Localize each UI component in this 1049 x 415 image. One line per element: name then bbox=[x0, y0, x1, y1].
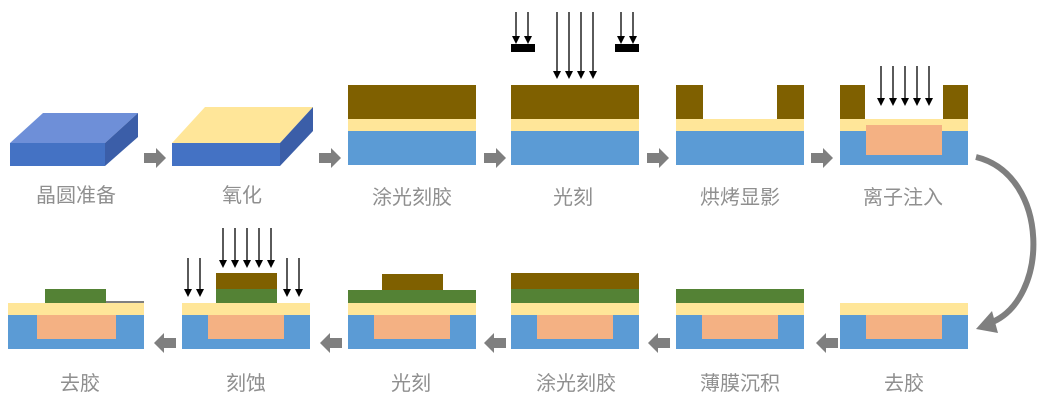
flow-arrow-left bbox=[816, 333, 838, 353]
flow-arrows-row2 bbox=[154, 333, 838, 353]
curved-flow-arrow bbox=[975, 154, 1037, 333]
flow-arrow-right bbox=[144, 148, 166, 168]
step-label-etch: 刻蚀 bbox=[226, 371, 266, 395]
mask-block bbox=[615, 44, 639, 52]
ion-beam-arrows bbox=[877, 66, 933, 106]
step-etch-illustration bbox=[182, 228, 310, 349]
step-label-resist-coat-2: 涂光刻胶 bbox=[536, 371, 616, 395]
flow-arrow-left bbox=[648, 333, 670, 353]
flow-arrow-left bbox=[320, 333, 342, 353]
step-label-bake-develop: 烘烤显影 bbox=[700, 185, 780, 209]
step-lithography-illustration bbox=[511, 12, 639, 165]
flow-arrow-left bbox=[154, 333, 176, 353]
step-develop-illustration bbox=[676, 85, 804, 165]
step-label-lithography-2: 光刻 bbox=[391, 371, 431, 395]
step-ion-implant-illustration bbox=[840, 66, 968, 165]
etch-arrows bbox=[184, 228, 303, 297]
flow-arrows-row1 bbox=[144, 148, 833, 168]
step-resist-coat-illustration bbox=[348, 85, 476, 165]
flow-arrow-right bbox=[811, 148, 833, 168]
flow-arrow-right bbox=[319, 148, 341, 168]
step-resist-coat-2-illustration bbox=[511, 273, 639, 349]
step-lithography-2-illustration bbox=[348, 274, 476, 349]
flow-arrow-right bbox=[484, 148, 506, 168]
step-label-lithography: 光刻 bbox=[553, 185, 593, 209]
uv-light-arrows bbox=[512, 12, 637, 79]
step-label-oxidation: 氧化 bbox=[222, 183, 262, 207]
step-label-film-deposition: 薄膜沉积 bbox=[700, 371, 780, 395]
step-label-strip-resist-2: 去胶 bbox=[60, 371, 100, 395]
step-label-wafer-prep: 晶圆准备 bbox=[36, 183, 116, 207]
step-label-strip-resist: 去胶 bbox=[884, 371, 924, 395]
step-strip-resist-2-illustration bbox=[8, 289, 144, 349]
step-oxidation-illustration bbox=[172, 107, 313, 166]
step-label-resist-coat: 涂光刻胶 bbox=[372, 185, 452, 209]
step-label-ion-implant: 离子注入 bbox=[863, 185, 943, 209]
mask-block bbox=[511, 44, 535, 52]
step-strip-resist-illustration bbox=[840, 303, 968, 349]
flow-arrow-right bbox=[647, 148, 669, 168]
step-film-deposition-illustration bbox=[676, 289, 804, 349]
step-wafer-prep-illustration bbox=[10, 113, 138, 166]
flow-arrow-left bbox=[484, 333, 506, 353]
